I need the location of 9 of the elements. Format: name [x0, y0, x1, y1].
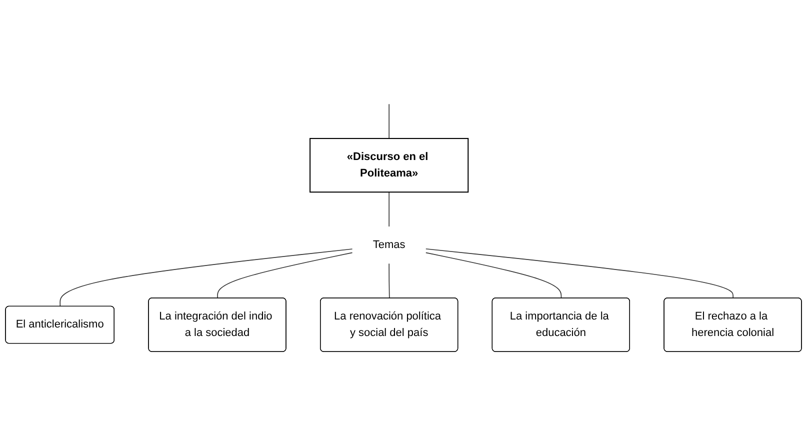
- connector: [388, 263, 390, 299]
- connector: [217, 252, 353, 299]
- connector: [388, 192, 390, 227]
- connector: [60, 248, 353, 307]
- node-text: Temas: [372, 238, 406, 250]
- node-box: «Discurso en el Politeama»: [310, 138, 469, 193]
- connector: [425, 252, 562, 299]
- connector: [388, 104, 390, 139]
- connector: [425, 248, 734, 299]
